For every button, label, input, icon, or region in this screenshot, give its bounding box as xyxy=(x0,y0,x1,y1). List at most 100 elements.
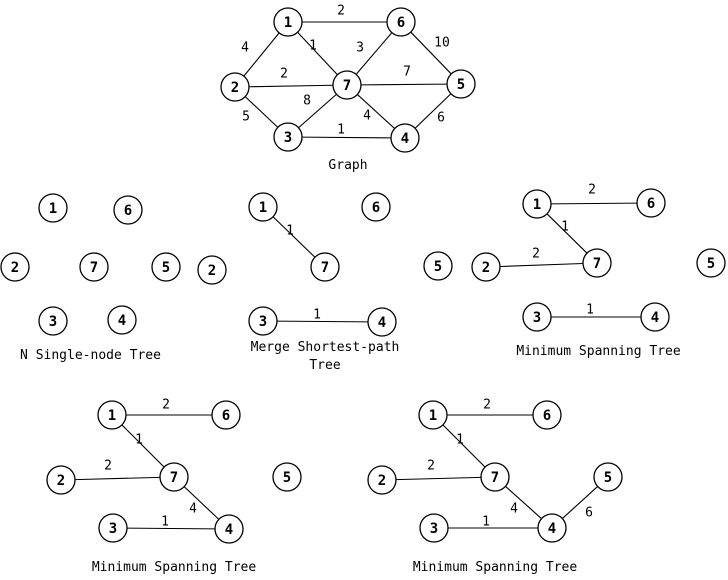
edge-mst-step-2-7-4 xyxy=(183,486,220,520)
edge-weight-mst-step-1-2-7: 2 xyxy=(532,247,540,262)
node-label-merge-shortest-7: 7 xyxy=(321,260,329,276)
node-circle-mst-step-2-6 xyxy=(211,400,241,430)
node-label-merge-shortest-3: 3 xyxy=(259,314,267,330)
edge-weight-mst-final-4-5: 6 xyxy=(585,506,593,521)
node-mst-step-2-3: 3 xyxy=(98,513,128,543)
node-label-mst-final-2: 2 xyxy=(378,473,386,489)
node-circle-merge-shortest-1 xyxy=(248,192,278,222)
node-label-single-node-2: 2 xyxy=(11,260,19,276)
node-circle-mst-step-2-3 xyxy=(98,513,128,543)
node-label-graph-5: 5 xyxy=(457,77,465,93)
node-circle-mst-step-1-4 xyxy=(640,302,670,332)
node-mst-step-1-6: 6 xyxy=(636,188,666,218)
node-label-mst-step-1-1: 1 xyxy=(533,197,541,213)
caption-merge-shortest-line-1: Tree xyxy=(309,358,340,373)
node-mst-final-6: 6 xyxy=(532,400,562,430)
node-mst-step-2-4: 4 xyxy=(214,514,244,544)
node-single-node-6: 6 xyxy=(113,195,143,225)
caption-mst-final-line-0: Minimum Spanning Tree xyxy=(413,560,578,575)
node-circle-mst-step-1-1 xyxy=(522,189,552,219)
node-mst-final-1: 1 xyxy=(418,400,448,430)
edge-weight-graph-7-5: 7 xyxy=(403,65,411,80)
edge-weight-mst-final-2-7: 2 xyxy=(427,459,435,474)
node-circle-graph-1 xyxy=(273,7,303,37)
node-label-graph-7: 7 xyxy=(343,78,351,94)
edge-weight-graph-3-7: 8 xyxy=(303,94,311,109)
edge-weight-mst-final-3-4: 1 xyxy=(482,515,490,530)
node-circle-merge-shortest-6 xyxy=(361,192,391,222)
edge-mst-step-2-2-7 xyxy=(74,476,161,481)
node-merge-shortest-6: 6 xyxy=(361,192,391,222)
edge-graph-6-7 xyxy=(355,32,393,75)
node-label-single-node-7: 7 xyxy=(90,260,98,276)
node-label-single-node-4: 4 xyxy=(118,313,126,329)
node-label-graph-1: 1 xyxy=(284,15,292,31)
edge-weight-graph-7-4: 4 xyxy=(363,109,371,124)
node-graph-3: 3 xyxy=(273,122,303,152)
node-circle-mst-final-6 xyxy=(532,400,562,430)
node-label-mst-step-2-3: 3 xyxy=(109,521,117,537)
caption-merge-shortest-line-0: Merge Shortest-path xyxy=(251,340,400,355)
node-label-single-node-5: 5 xyxy=(162,260,170,276)
node-circle-graph-5 xyxy=(446,69,476,99)
node-graph-4: 4 xyxy=(390,123,420,153)
node-merge-shortest-4: 4 xyxy=(367,307,397,337)
node-circle-single-node-6 xyxy=(113,195,143,225)
node-label-graph-6: 6 xyxy=(397,15,405,31)
node-mst-step-1-3: 3 xyxy=(522,302,552,332)
node-label-merge-shortest-4: 4 xyxy=(378,315,386,331)
node-mst-final-4: 4 xyxy=(537,513,567,543)
node-label-mst-final-7: 7 xyxy=(491,470,499,486)
node-label-merge-shortest-2: 2 xyxy=(208,263,216,279)
node-mst-step-1-1: 1 xyxy=(522,189,552,219)
edge-weight-graph-6-5: 10 xyxy=(434,36,450,51)
node-graph-5: 5 xyxy=(446,69,476,99)
node-label-mst-step-1-2: 2 xyxy=(482,260,490,276)
node-graph-6: 6 xyxy=(386,7,416,37)
node-circle-mst-step-1-5 xyxy=(696,248,726,278)
edge-graph-7-4 xyxy=(356,94,396,129)
node-merge-shortest-1: 1 xyxy=(248,192,278,222)
node-circle-merge-shortest-5 xyxy=(423,251,453,281)
node-circle-merge-shortest-2 xyxy=(197,255,227,285)
node-mst-final-5: 5 xyxy=(593,462,623,492)
node-circle-single-node-5 xyxy=(151,252,181,282)
edge-weight-mst-step-2-7-4: 4 xyxy=(189,502,197,517)
node-graph-7: 7 xyxy=(332,70,362,100)
node-circle-mst-final-1 xyxy=(418,400,448,430)
node-single-node-4: 4 xyxy=(107,305,137,335)
node-label-mst-step-2-4: 4 xyxy=(225,522,233,538)
node-graph-1: 1 xyxy=(273,7,303,37)
node-mst-step-1-7: 7 xyxy=(582,248,612,278)
node-label-mst-step-2-2: 2 xyxy=(57,473,65,489)
edge-weight-mst-step-2-2-7: 2 xyxy=(104,459,112,474)
edge-merge-shortest-1-7 xyxy=(272,216,316,258)
edge-weight-mst-final-1-7: 1 xyxy=(456,433,464,448)
node-label-mst-final-1: 1 xyxy=(429,408,437,424)
node-circle-merge-shortest-7 xyxy=(310,252,340,282)
edge-weight-graph-4-5: 6 xyxy=(437,111,445,126)
caption-mst-step-2-line-0: Minimum Spanning Tree xyxy=(92,560,257,575)
node-circle-mst-final-2 xyxy=(367,465,397,495)
node-circle-graph-7 xyxy=(332,70,362,100)
node-label-merge-shortest-5: 5 xyxy=(434,259,442,275)
node-label-single-node-6: 6 xyxy=(124,203,132,219)
edge-mst-final-4-5 xyxy=(561,486,599,519)
node-label-mst-step-2-1: 1 xyxy=(108,408,116,424)
edge-weight-graph-1-2: 4 xyxy=(241,41,249,56)
edge-weight-mst-step-2-3-4: 1 xyxy=(161,515,169,530)
edge-graph-3-4 xyxy=(301,136,392,139)
edge-weight-graph-1-6: 2 xyxy=(337,4,345,19)
edge-weight-mst-step-1-1-6: 2 xyxy=(588,183,596,198)
node-single-node-5: 5 xyxy=(151,252,181,282)
edge-graph-4-5 xyxy=(414,93,452,129)
node-label-merge-shortest-1: 1 xyxy=(259,200,267,216)
node-circle-single-node-4 xyxy=(107,305,137,335)
edge-mst-step-1-1-7 xyxy=(546,213,588,254)
node-circle-single-node-1 xyxy=(38,193,68,223)
node-label-mst-step-1-6: 6 xyxy=(647,196,655,212)
edge-weight-mst-step-2-1-7: 1 xyxy=(135,433,143,448)
edge-weight-mst-final-1-6: 2 xyxy=(483,398,491,413)
